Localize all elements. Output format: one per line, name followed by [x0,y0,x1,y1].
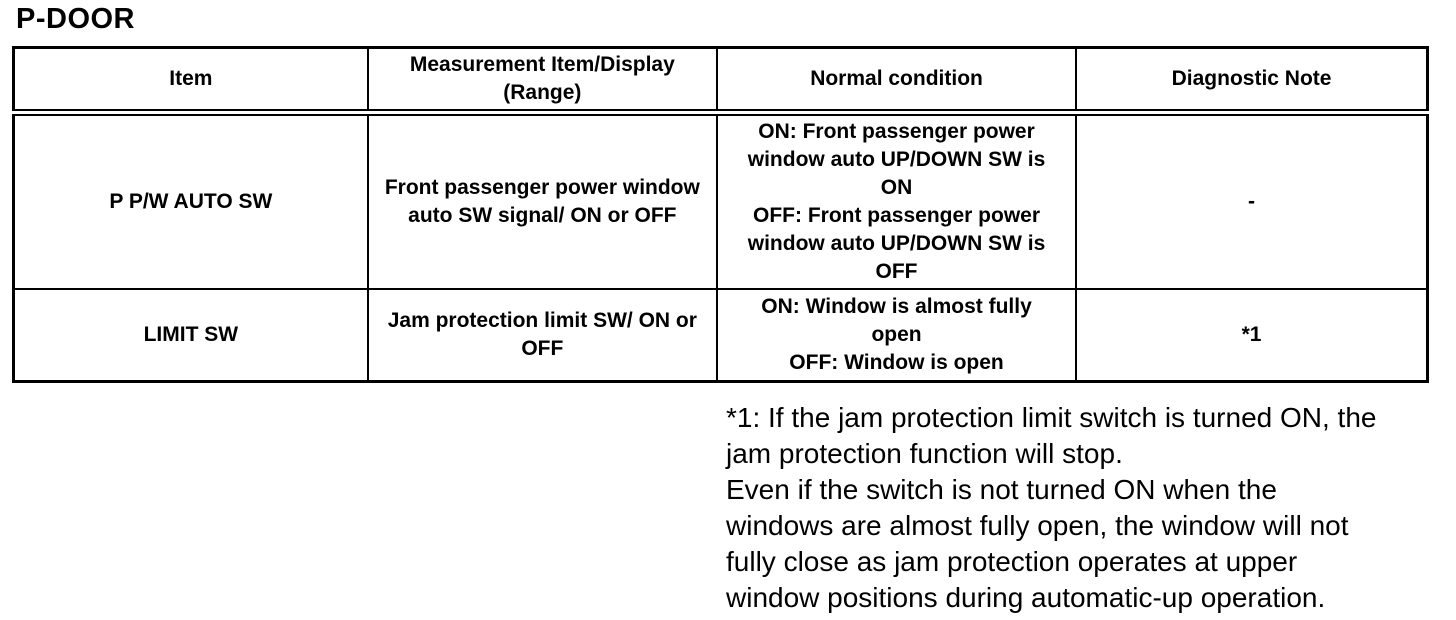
footnote: *1: If the jam protection limit switch i… [726,402,1377,613]
table-row: P P/W AUTO SW Front passenger power wind… [12,111,1429,290]
cell-measurement: Front passenger power window auto SW sig… [366,111,718,290]
column-header-item: Item [12,46,369,116]
cell-normal-condition: ON: Front passenger power window auto UP… [715,111,1078,290]
cell-measurement: Jam protection limit SW/ ON or OFF [366,288,718,382]
cell-diagnostic-note: *1 [1075,288,1429,382]
cell-normal-condition: ON: Window is almost fully open OFF: Win… [715,288,1078,382]
column-header-diagnostic-note: Diagnostic Note [1075,46,1429,116]
table-header-row: Item Measurement Item/Display (Range) No… [12,46,1429,116]
cell-diagnostic-note: - [1075,111,1429,290]
page-title: P-DOOR [16,3,135,35]
column-header-measurement: Measurement Item/Display (Range) [366,46,718,116]
column-header-normal-condition: Normal condition [715,46,1078,116]
diagnostic-table: Item Measurement Item/Display (Range) No… [12,46,1429,383]
cell-item: LIMIT SW [12,288,369,382]
table-row: LIMIT SW Jam protection limit SW/ ON or … [12,288,1429,382]
cell-item: P P/W AUTO SW [12,111,369,290]
